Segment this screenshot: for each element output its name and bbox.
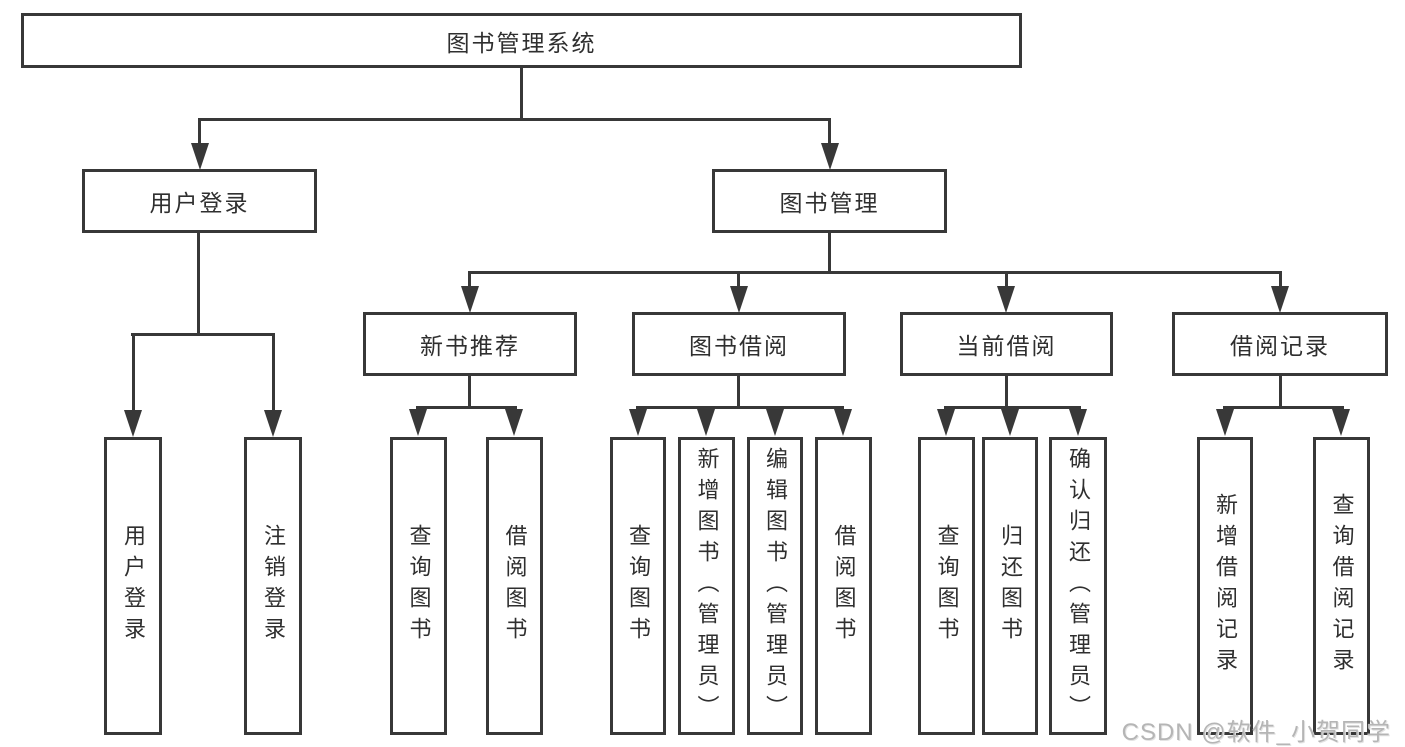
leaf-borrow-borrow-books: 借阅图书: [815, 437, 872, 735]
arrowhead-icon: [409, 409, 427, 436]
node-current-borrow: 当前借阅: [900, 312, 1113, 376]
leaf-records-add-record-label: 新增借阅记录: [1213, 493, 1238, 679]
connector-records-riser: [1279, 375, 1282, 408]
arrowhead-icon: [124, 410, 142, 437]
node-new-book-recommend: 新书推荐: [363, 312, 577, 376]
arrowhead-icon: [697, 409, 715, 436]
leaf-user-login-label: 用户登录: [121, 524, 146, 648]
connector-recommend-rail: [416, 406, 517, 409]
connector-book-management-riser: [828, 232, 831, 273]
connector-recommend-riser: [468, 374, 471, 408]
leaf-current-query-books-label: 查询图书: [934, 524, 960, 648]
connector-root-riser: [520, 66, 523, 120]
arrowhead-icon: [834, 409, 852, 436]
leaf-recommend-query-books: 查询图书: [390, 437, 447, 735]
leaf-recommend-query-books-label: 查询图书: [406, 524, 432, 648]
arrow-shaft: [828, 120, 831, 144]
leaf-records-add-record: 新增借阅记录: [1197, 437, 1253, 735]
arrowhead-icon: [191, 143, 209, 170]
leaf-recommend-borrow-books: 借阅图书: [486, 437, 543, 735]
arrowhead-icon: [461, 286, 479, 313]
arrowhead-icon: [730, 286, 748, 313]
node-root-label: 图书管理系统: [446, 29, 597, 56]
node-borrow-records-label: 借阅记录: [1230, 333, 1330, 359]
arrowhead-icon: [1271, 286, 1289, 313]
arrow-shaft: [1005, 273, 1008, 288]
arrow-shaft: [1279, 273, 1282, 288]
leaf-borrow-query-books: 查询图书: [610, 437, 666, 735]
node-book-management: 图书管理: [712, 169, 947, 233]
node-borrow-records: 借阅记录: [1172, 312, 1388, 376]
connector-borrow-riser: [737, 375, 740, 408]
connector-user-login-rail: [131, 333, 275, 336]
arrow-shaft: [737, 273, 740, 288]
arrowhead-icon: [997, 286, 1015, 313]
leaf-borrow-add-books-admin: 新增图书（管理员）: [678, 437, 735, 735]
leaf-current-confirm-return-admin: 确认归还（管理员）: [1049, 437, 1107, 735]
leaf-logout: 注销登录: [244, 437, 302, 735]
leaf-logout-label: 注销登录: [261, 524, 286, 648]
node-user-login: 用户登录: [82, 169, 317, 233]
leaf-records-query-record-label: 查询借阅记录: [1329, 493, 1355, 679]
arrowhead-icon: [505, 409, 523, 436]
arrowhead-icon: [264, 410, 282, 437]
leaf-current-return-books: 归还图书: [982, 437, 1038, 735]
leaf-user-login: 用户登录: [104, 437, 162, 735]
leaf-borrow-borrow-books-label: 借阅图书: [831, 524, 857, 648]
node-book-management-label: 图书管理: [779, 190, 880, 216]
leaf-borrow-query-books-label: 查询图书: [626, 524, 651, 648]
connector-level3-rail: [468, 271, 1282, 274]
arrow-shaft: [272, 335, 275, 412]
leaf-records-query-record: 查询借阅记录: [1313, 437, 1370, 735]
node-book-borrow: 图书借阅: [632, 312, 846, 376]
arrow-shaft: [198, 120, 201, 144]
arrowhead-icon: [629, 409, 647, 436]
connector-level2-rail: [198, 118, 831, 121]
leaf-borrow-edit-books-admin: 编辑图书（管理员）: [747, 437, 803, 735]
arrow-shaft: [132, 335, 135, 412]
leaf-current-confirm-return-admin-label: 确认归还（管理员）: [1066, 446, 1091, 726]
leaf-borrow-add-books-admin-label: 新增图书（管理员）: [694, 446, 720, 726]
leaf-current-return-books-label: 归还图书: [998, 524, 1023, 648]
arrowhead-icon: [937, 409, 955, 436]
arrowhead-icon: [1001, 409, 1019, 436]
node-current-borrow-label: 当前借阅: [956, 333, 1057, 359]
csdn-watermark: CSDN @软件_小贺同学: [1121, 719, 1391, 746]
arrow-shaft: [468, 273, 471, 288]
leaf-borrow-edit-books-admin-label: 编辑图书（管理员）: [763, 446, 788, 726]
arrowhead-icon: [1332, 409, 1350, 436]
leaf-recommend-borrow-books-label: 借阅图书: [502, 524, 528, 648]
connector-current-riser: [1005, 376, 1008, 408]
connector-current-rail: [944, 406, 1081, 409]
arrowhead-icon: [1069, 409, 1087, 436]
node-user-login-label: 用户登录: [149, 190, 250, 216]
connector-records-rail: [1223, 406, 1344, 409]
arrowhead-icon: [766, 409, 784, 436]
arrowhead-icon: [821, 143, 839, 170]
arrowhead-icon: [1216, 409, 1234, 436]
node-root: 图书管理系统: [21, 13, 1022, 68]
connector-borrow-rail: [636, 406, 844, 409]
leaf-current-query-books: 查询图书: [918, 437, 975, 735]
node-new-book-recommend-label: 新书推荐: [420, 333, 520, 359]
connector-user-login-riser: [197, 232, 200, 335]
node-book-borrow-label: 图书借阅: [689, 333, 789, 359]
